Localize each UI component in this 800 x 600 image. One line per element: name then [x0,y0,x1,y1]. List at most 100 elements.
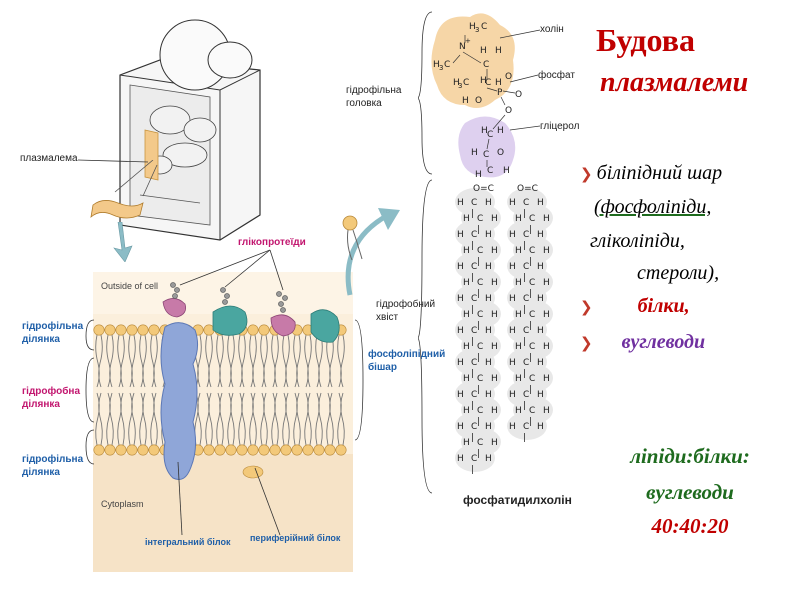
svg-text:C: C [523,198,529,208]
chevron-right-icon: ❯ [580,165,593,183]
svg-text:C: C [483,150,489,160]
svg-text:C: C [471,230,477,240]
svg-text:H: H [537,422,544,432]
svg-text:|: | [477,225,480,235]
svg-text:H: H [537,198,544,208]
svg-text:H: H [537,262,544,272]
svg-text:|: | [471,337,474,347]
membrane-panel: Outside of cell Cytoplasm [93,272,353,572]
svg-text:|: | [477,289,480,299]
svg-text:H: H [485,390,492,400]
svg-text:H: H [509,326,516,336]
svg-text:|: | [529,417,532,427]
svg-text:H: H [491,342,498,352]
plasmalemma-pointer-line [78,159,149,163]
svg-text:O: O [497,148,504,158]
cytoplasm-label: Cytoplasm [101,499,144,509]
svg-text:H: H [543,278,550,288]
molecule-brackets [418,11,433,494]
svg-text:C: C [477,278,483,288]
svg-text:|: | [529,289,532,299]
svg-text:|: | [477,417,480,427]
svg-text:H: H [463,278,470,288]
svg-text:C: C [483,60,489,70]
svg-text:H: H [463,374,470,384]
svg-text:C: C [477,374,483,384]
svg-text:C: C [529,342,535,352]
svg-text:|: | [471,401,474,411]
svg-text:H: H [491,246,498,256]
svg-text:|: | [471,273,474,283]
svg-text:H: H [457,294,464,304]
svg-text:H: H [457,262,464,272]
svg-text:H: H [543,246,550,256]
svg-text:H: H [469,22,476,32]
bilayer-bracket [354,319,364,441]
svg-text:H: H [485,230,492,240]
svg-text:C: C [529,246,535,256]
svg-text:H: H [463,438,470,448]
svg-text:H: H [515,342,522,352]
svg-text:H: H [481,126,488,136]
svg-text:|: | [529,353,532,363]
svg-text:C: C [471,326,477,336]
svg-text:H: H [509,230,516,240]
svg-text:C: C [529,406,535,416]
svg-text:H: H [537,326,544,336]
svg-text:|: | [477,257,480,267]
svg-text:H: H [515,278,522,288]
svg-text:C: C [471,262,477,272]
svg-text:H: H [463,214,470,224]
svg-text:O: O [505,106,512,116]
svg-text:H: H [537,358,544,368]
svg-text:|: | [523,273,526,283]
svg-text:H: H [453,78,460,88]
svg-text:O: O [515,90,522,100]
left-brackets [85,319,95,465]
svg-text:H: H [491,374,498,384]
svg-text:H: H [537,390,544,400]
svg-text:C: C [523,326,529,336]
svg-text:|: | [523,209,526,219]
svg-text:C: C [477,342,483,352]
glycerol-blob [458,116,516,178]
svg-text:H: H [485,326,492,336]
svg-text:|: | [523,337,526,347]
svg-text:|: | [471,433,474,443]
bullet-phospholipids: (фосфоліпіди, [594,196,712,218]
svg-text:H: H [485,422,492,432]
cell-illustration [100,15,270,255]
bullet-bilipid: ❯біліпідний шар [580,162,723,184]
svg-text:H: H [457,358,464,368]
svg-text:H: H [457,230,464,240]
svg-text:H: H [457,198,464,208]
lipid-bilayer [93,282,347,481]
svg-text:C: C [481,22,487,32]
svg-text:C: C [471,198,477,208]
hydrophilic-top-label: гідрофільна ділянка [22,321,84,345]
svg-text:C: C [471,358,477,368]
single-lipid-icon [342,215,363,261]
svg-text:|: | [471,241,474,251]
svg-text:C: C [477,246,483,256]
svg-text:H: H [463,342,470,352]
svg-text:|: | [529,257,532,267]
svg-text:+: + [465,37,471,45]
svg-text:H: H [471,148,478,158]
svg-text:H: H [475,170,482,180]
svg-text:|: | [477,385,480,395]
svg-text:|: | [471,305,474,315]
svg-text:C: C [523,422,529,432]
svg-text:H: H [537,230,544,240]
slide-title-line2: плазмалеми [600,67,749,98]
svg-text:H: H [463,406,470,416]
zoom-arrow-up-icon [345,208,400,296]
membrane-zoom-callout [114,160,158,197]
svg-text:|: | [471,209,474,219]
svg-text:C: C [471,294,477,304]
choline-label: холін [540,24,564,35]
glycoproteins-pointer-lines [179,249,284,291]
ratio-line2: вуглеводи [646,480,734,504]
svg-text:C: C [477,310,483,320]
svg-text:|: | [477,321,480,331]
